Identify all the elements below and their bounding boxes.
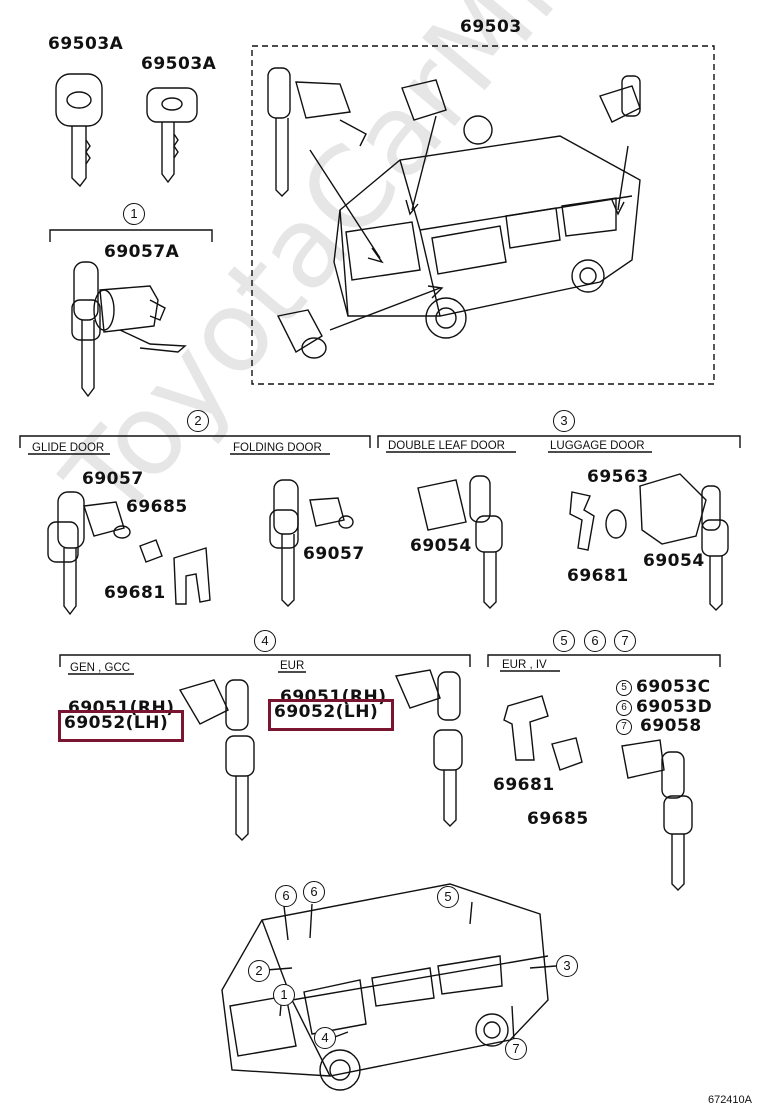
callout-2-van: 2 bbox=[248, 960, 270, 982]
part-69054-double-leaf: 69054 bbox=[410, 536, 472, 556]
part-69681-glide: 69681 bbox=[104, 583, 166, 603]
callout-5-section: 5 bbox=[553, 630, 575, 652]
key-drawing-2 bbox=[146, 87, 198, 184]
label-eur: EUR bbox=[280, 660, 305, 672]
part-69503A-key: 69503A bbox=[48, 34, 124, 54]
folding-door-lock-drawing bbox=[269, 479, 354, 607]
label-eur-iv: EUR , IV bbox=[502, 659, 547, 671]
label-folding-door: FOLDING DOOR bbox=[233, 442, 322, 454]
callout-4-van: 4 bbox=[314, 1027, 336, 1049]
highlight-box-69052-eur: 69052(LH) bbox=[268, 699, 394, 731]
glide-door-lock-drawing bbox=[47, 491, 211, 616]
callout-1-section: 1 bbox=[123, 203, 145, 225]
part-69057A: 69057A bbox=[104, 242, 180, 262]
callout-7-section: 7 bbox=[614, 630, 636, 652]
part-69503: 69503 bbox=[460, 17, 522, 37]
part-69685-eur-iv: 69685 bbox=[527, 809, 589, 829]
part-69053C: 69053C bbox=[636, 677, 711, 697]
callout-7-small: 7 bbox=[616, 719, 632, 735]
double-leaf-door-lock-drawing bbox=[417, 475, 503, 609]
bracket-4 bbox=[59, 654, 471, 667]
callout-5-small: 5 bbox=[616, 680, 632, 696]
part-69052-gen: 69052(LH) bbox=[64, 713, 169, 733]
door-lock-eur-drawing bbox=[395, 669, 463, 827]
part-69054-luggage: 69054 bbox=[643, 551, 705, 571]
label-luggage-door: LUGGAGE DOOR bbox=[550, 440, 645, 452]
part-69052-eur: 69052(LH) bbox=[274, 702, 379, 722]
callout-2-section: 2 bbox=[187, 410, 209, 432]
callout-3-van: 3 bbox=[556, 955, 578, 977]
eur-iv-lock-drawing bbox=[503, 695, 693, 891]
part-69503A-key-2: 69503A bbox=[141, 54, 217, 74]
label-glide-door: GLIDE DOOR bbox=[32, 442, 105, 454]
part-69057-folding: 69057 bbox=[303, 544, 365, 564]
callout-1-van: 1 bbox=[273, 984, 295, 1006]
bracket-2 bbox=[19, 435, 371, 448]
part-69057-glide: 69057 bbox=[82, 469, 144, 489]
part-69053D: 69053D bbox=[636, 697, 713, 717]
callout-6-van-b: 6 bbox=[303, 881, 325, 903]
part-69681-eur-iv: 69681 bbox=[493, 775, 555, 795]
label-double-leaf-door: DOUBLE LEAF DOOR bbox=[388, 440, 505, 452]
highlight-box-69052-gen: 69052(LH) bbox=[58, 710, 184, 742]
part-69681-luggage: 69681 bbox=[567, 566, 629, 586]
bracket-3 bbox=[377, 435, 741, 448]
part-69563: 69563 bbox=[587, 467, 649, 487]
bracket-1 bbox=[49, 229, 213, 242]
callout-4-section: 4 bbox=[254, 630, 276, 652]
callout-7-van: 7 bbox=[505, 1038, 527, 1060]
callout-3-section: 3 bbox=[553, 410, 575, 432]
door-lock-gen-gcc-drawing bbox=[178, 679, 255, 841]
callout-6-small: 6 bbox=[616, 700, 632, 716]
key-drawing-1 bbox=[55, 73, 103, 188]
ignition-cylinder-drawing bbox=[71, 261, 187, 398]
van-drawing-top bbox=[267, 67, 641, 359]
callout-6-van-a: 6 bbox=[275, 885, 297, 907]
van-drawing-bottom bbox=[221, 883, 557, 1091]
part-69685-glide: 69685 bbox=[126, 497, 188, 517]
figure-id: 672410A bbox=[707, 1094, 752, 1106]
part-69058: 69058 bbox=[640, 716, 702, 736]
callout-5-van: 5 bbox=[437, 886, 459, 908]
luggage-door-lock-drawing bbox=[569, 473, 729, 611]
callout-6-section: 6 bbox=[584, 630, 606, 652]
group-box-69503 bbox=[251, 45, 715, 385]
bracket-567 bbox=[487, 654, 721, 667]
label-gen-gcc: GEN , GCC bbox=[70, 662, 131, 674]
